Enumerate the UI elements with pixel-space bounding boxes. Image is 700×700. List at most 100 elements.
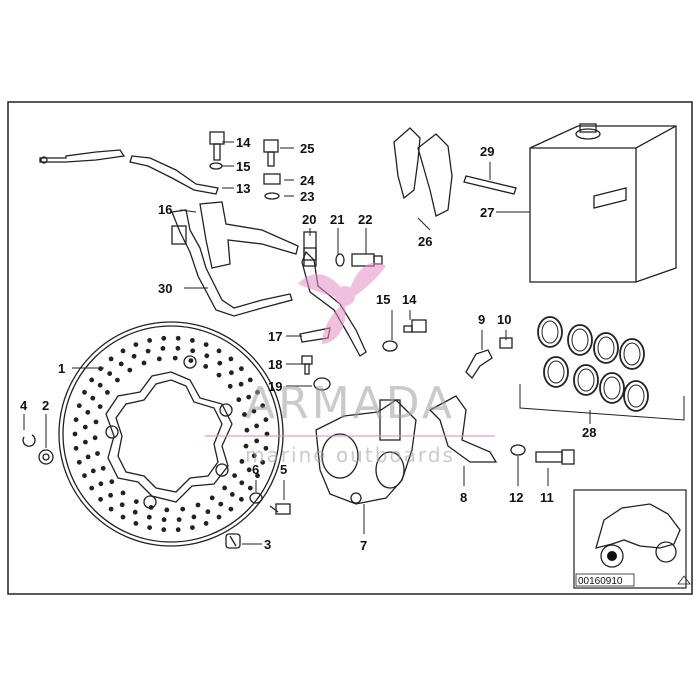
- washer-12: [510, 444, 526, 456]
- brake-pads: [393, 127, 453, 217]
- disc-hole: [191, 514, 197, 520]
- disc-hole: [242, 412, 247, 417]
- label-14b: 14: [402, 292, 417, 307]
- disc-hole: [133, 342, 139, 347]
- disc-hole: [97, 404, 103, 409]
- disc-hole: [161, 527, 167, 533]
- disc-hole: [107, 371, 113, 376]
- brake-fluid-can: [529, 123, 677, 283]
- seal-ring: [623, 380, 649, 412]
- disc-hole: [254, 438, 260, 444]
- caliper-bracket: [428, 395, 498, 463]
- brake-caliper: [315, 399, 417, 505]
- label-4: 4: [20, 398, 28, 413]
- disc-hole: [147, 338, 153, 343]
- seal-ring: [543, 356, 569, 388]
- diagram-frame: [7, 101, 693, 595]
- disc-hole: [76, 403, 82, 409]
- inset-locator: 00160910: [573, 489, 691, 589]
- disc-hole: [244, 427, 250, 433]
- watermark: ARMADA marine outboards: [205, 262, 495, 467]
- leader-lines: [23, 141, 591, 545]
- disc-hole: [229, 370, 234, 376]
- disc-hole: [72, 431, 78, 437]
- disc-hole: [190, 338, 195, 343]
- disc-hole: [108, 492, 113, 498]
- label-26: 26: [418, 234, 432, 249]
- label-3: 3: [264, 537, 271, 552]
- label-6: 6: [252, 462, 259, 477]
- nut-24: [263, 173, 281, 185]
- label-9: 9: [478, 312, 485, 327]
- disc-hole: [76, 459, 82, 465]
- o-ring: [335, 253, 345, 267]
- disc-hole: [118, 361, 124, 367]
- disc-hole: [203, 364, 209, 369]
- disc-hole: [255, 473, 260, 479]
- label-15a: 15: [236, 159, 250, 174]
- seal-ring: [597, 336, 615, 360]
- disc-hole: [239, 480, 245, 486]
- disc-hole: [218, 501, 224, 507]
- disc-hole: [175, 527, 181, 533]
- seal-ring: [603, 376, 621, 400]
- disc-hole: [204, 353, 210, 359]
- disc-hole: [73, 445, 79, 451]
- disc-hole: [247, 377, 253, 383]
- disc-hole: [195, 502, 201, 508]
- disc-hole: [156, 356, 162, 362]
- disc-hole: [172, 355, 178, 361]
- seal-ring: [627, 384, 645, 408]
- disc-hole: [133, 521, 139, 526]
- disc-hole: [145, 348, 151, 354]
- bolt-14b: [403, 319, 427, 333]
- label-7: 7: [360, 538, 367, 553]
- label-10: 10: [497, 312, 511, 327]
- disc-hole: [232, 473, 238, 478]
- seal-ring: [623, 342, 641, 366]
- seal-ring: [619, 338, 645, 370]
- disc-hole: [188, 358, 194, 363]
- pad-pin: [463, 175, 517, 195]
- disc-hole: [239, 459, 245, 464]
- disc-hole: [251, 408, 257, 414]
- label-8: 8: [460, 490, 467, 505]
- label-28: 28: [582, 425, 596, 440]
- disc-hole: [132, 509, 138, 515]
- disc-hole: [254, 423, 259, 429]
- disc-hole: [216, 348, 222, 354]
- disc-hole: [82, 473, 87, 479]
- disc-hole: [255, 389, 260, 395]
- grommet: [313, 377, 331, 391]
- disc-hole: [263, 417, 269, 423]
- disc-hole: [203, 342, 209, 347]
- disc-hole: [251, 453, 257, 459]
- disc-hole: [120, 348, 126, 354]
- watermark-brand: ARMADA: [245, 378, 455, 429]
- seal-ring: [209, 162, 223, 170]
- washer-6: [249, 492, 263, 504]
- disc-hole: [85, 409, 91, 415]
- banjo-bolt: [209, 131, 225, 161]
- disc-hole: [161, 517, 167, 523]
- clip-bolt: [301, 355, 313, 375]
- brake-disc: [58, 321, 284, 547]
- disc-hole: [176, 517, 182, 522]
- disc-hole: [98, 496, 103, 502]
- disc-hole: [108, 506, 114, 512]
- disc-hole: [180, 506, 186, 512]
- label-21: 21: [330, 212, 344, 227]
- label-24: 24: [300, 173, 315, 188]
- disc-hole: [243, 443, 249, 449]
- disc-hole: [160, 346, 166, 351]
- disc-hole: [127, 367, 133, 373]
- disc-hole: [203, 521, 209, 526]
- label-30: 30: [158, 281, 172, 296]
- propeller-logo-icon: [298, 262, 386, 344]
- disc-hole: [216, 514, 222, 520]
- disc-hole: [161, 335, 167, 341]
- disc-hole: [98, 481, 104, 487]
- brake-line-upper: [39, 149, 219, 195]
- disc-hole: [263, 445, 269, 451]
